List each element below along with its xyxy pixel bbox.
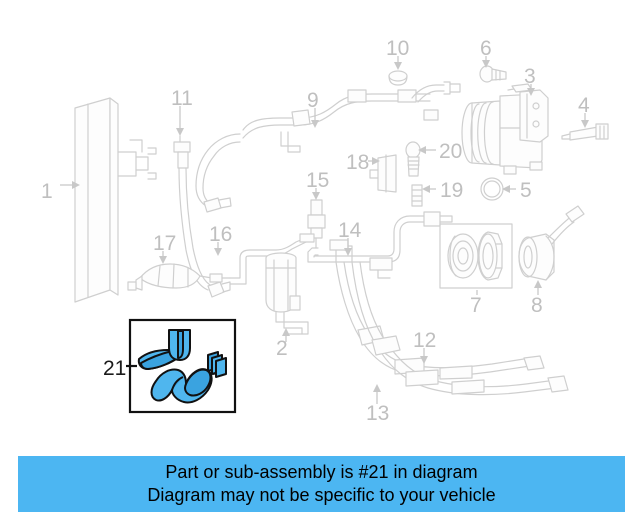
leader-12 — [420, 348, 428, 364]
part-bolt-20 — [405, 141, 421, 177]
callout-label-10: 10 — [386, 37, 409, 60]
leader-11 — [176, 106, 184, 136]
part-switch-harness — [127, 263, 231, 291]
leader-6 — [482, 56, 490, 68]
callout-label-5: 5 — [520, 179, 532, 202]
callout-label-14: 14 — [338, 219, 362, 242]
highlight-part-stacked-plates — [207, 351, 227, 378]
leader-4 — [581, 113, 589, 128]
leader-8 — [534, 280, 542, 295]
leader-20 — [418, 146, 436, 154]
callout-label-1: 1 — [41, 180, 53, 203]
callout-label-8: 8 — [531, 294, 543, 317]
callout-label-2: 2 — [276, 337, 288, 360]
part-condenser — [74, 97, 157, 303]
part-bracket — [369, 154, 397, 193]
part-liquid-lines — [329, 239, 569, 396]
part-expansion-valve — [307, 199, 326, 249]
leader-10 — [394, 56, 402, 70]
leader-17 — [159, 251, 167, 264]
leader-2 — [282, 328, 290, 342]
callout-label-17: 17 — [153, 232, 176, 255]
callout-label-16: 16 — [209, 223, 232, 246]
callout-label-11: 11 — [171, 87, 193, 110]
part-suction-line — [173, 135, 231, 298]
leader-14 — [344, 238, 352, 256]
leader-15 — [312, 188, 320, 200]
callout-label-20: 20 — [439, 140, 462, 163]
part-hose-assembly — [229, 233, 315, 285]
callout-label-15: 15 — [306, 169, 329, 192]
callout-label-18: 18 — [346, 151, 369, 174]
leader-5 — [502, 185, 516, 193]
part-dowel-pin — [411, 184, 423, 207]
leader-1 — [60, 181, 80, 189]
info-banner: Part or sub-assembly is #21 in diagram D… — [18, 456, 625, 512]
part-refrigerant-line — [307, 211, 453, 279]
part-accumulator — [265, 252, 309, 335]
callout-label-19: 19 — [440, 179, 463, 202]
callout-label-21: 21 — [103, 357, 126, 380]
leader-18 — [368, 157, 380, 165]
callout-label-9: 9 — [307, 89, 319, 112]
banner-line-1: Part or sub-assembly is #21 in diagram — [165, 462, 478, 482]
leader-3 — [527, 84, 535, 96]
leader-13 — [373, 384, 381, 404]
leader-19 — [422, 185, 436, 193]
part-bolt-6 — [479, 65, 507, 83]
part-cap — [388, 70, 461, 121]
callout-label-3: 3 — [524, 65, 536, 88]
callout-label-7: 7 — [470, 294, 482, 317]
part-stud-bolt — [561, 123, 609, 141]
part-discharge-line — [195, 89, 431, 213]
highlight-part-elbow-hose — [150, 368, 213, 404]
highlight-part-tube — [168, 329, 191, 361]
callout-label-4: 4 — [578, 94, 590, 117]
part-a-c-compressor — [461, 83, 549, 175]
part-clutch-coil — [518, 205, 585, 281]
leader-16 — [214, 242, 222, 256]
callout-label-12: 12 — [413, 329, 436, 352]
leader-9 — [311, 108, 319, 128]
callout-label-6: 6 — [480, 37, 492, 60]
callout-label-13: 13 — [366, 402, 389, 425]
part-clutch-pulley-kit — [439, 223, 513, 289]
banner-line-2: Diagram may not be specific to your vehi… — [147, 485, 496, 505]
